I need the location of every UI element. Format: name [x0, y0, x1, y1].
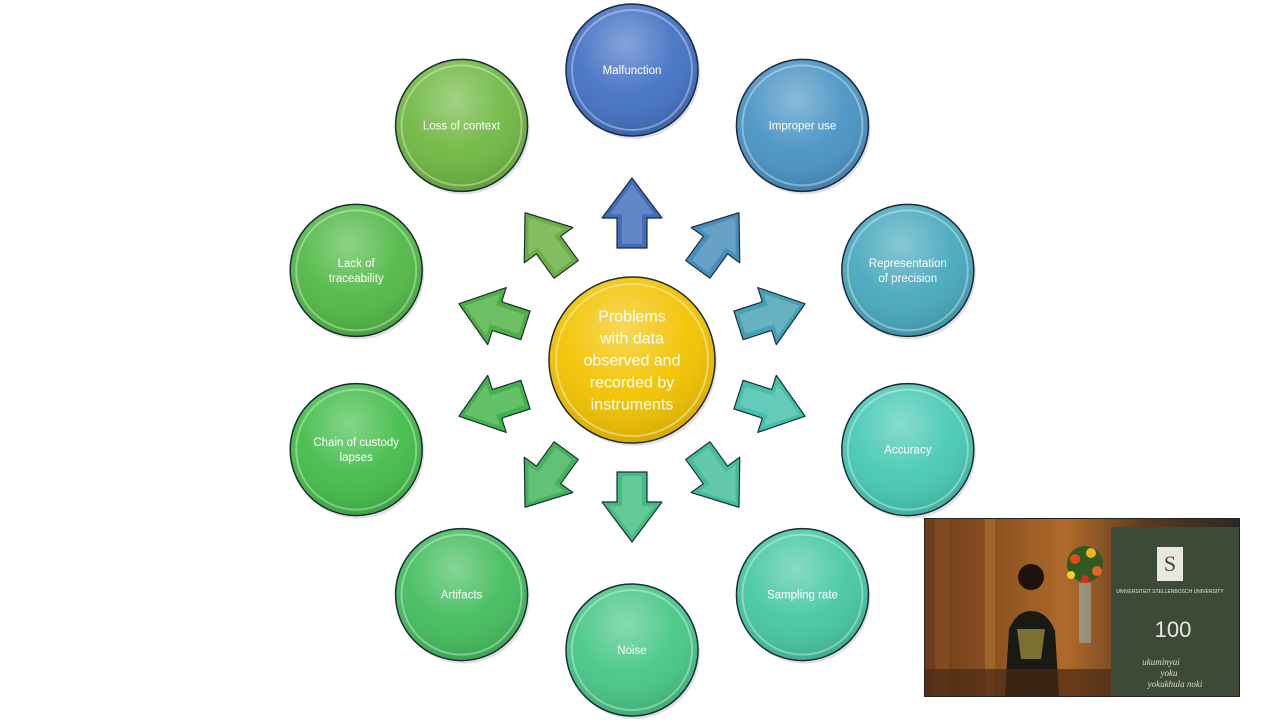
node-artifacts-label-line-1: Artifacts	[441, 590, 483, 602]
svg-text:S: S	[1164, 551, 1176, 576]
node-accuracy: Accuracy	[841, 382, 976, 519]
node-chain-of-custody-lapses-label-line-1: Chain of custody	[313, 437, 399, 449]
flower-arrangement	[1067, 546, 1103, 643]
arrow-to-improper-use	[685, 212, 741, 279]
node-noise-label-line-1: Noise	[617, 645, 646, 657]
node-lack-of-traceability-label-line-2: traceability	[329, 273, 384, 285]
center-label-line-3: observed and	[584, 353, 681, 370]
center-label-line-5: instruments	[591, 397, 674, 414]
node-loss-of-context: Loss of context	[394, 58, 530, 195]
center-label-line-2: with data	[599, 331, 664, 348]
node-sampling-rate: Sampling rate	[735, 527, 871, 664]
arrow-to-accuracy	[733, 374, 806, 434]
arrow-to-loss-of-context	[523, 212, 579, 279]
arrows-layer	[458, 177, 806, 543]
arrow-to-noise	[601, 471, 663, 543]
node-noise: Noise	[565, 583, 700, 719]
node-representation-of-precision: Representation of precision	[841, 203, 976, 340]
banner-text: UNIVERSITEIT STELLENBOSCH UNIVERSITY	[1116, 589, 1224, 595]
center-label-line-4: recorded by	[590, 375, 675, 392]
node-improper-use: Improper use	[735, 58, 871, 195]
node-lack-of-traceability-label-line-1: Lack of	[338, 258, 376, 270]
center-label-line-1: Problems	[598, 309, 666, 326]
motto-line-3: yokukhula noki	[1147, 679, 1203, 689]
arrow-to-malfunction	[601, 177, 663, 249]
center-node: Problems with data observed and recorded by…	[548, 276, 717, 446]
motto-line-2: yoku	[1160, 668, 1178, 678]
arrow-to-sampling-rate	[685, 441, 741, 508]
node-malfunction-label-line-1: Malfunction	[603, 65, 662, 77]
centenary-number: 100	[1155, 617, 1192, 642]
arrow-to-representation-of-precision	[733, 286, 806, 346]
node-representation-of-precision-label-line-1: Representation	[869, 258, 947, 270]
node-improper-use-label-line-1: Improper use	[769, 120, 837, 132]
node-loss-of-context-label-line-1: Loss of context	[423, 120, 501, 132]
node-representation-of-precision-label-line-2: of precision	[878, 273, 937, 285]
arrow-to-lack-of-traceability	[458, 286, 531, 346]
arrow-to-chain-of-custody-lapses	[458, 374, 531, 434]
speaker-video-inset: S UNIVERSITEIT STELLENBOSCH UNIVERSITY 1…	[924, 518, 1240, 697]
university-logo-icon: S	[1157, 547, 1183, 581]
motto-line-1: ukuminyai	[1142, 657, 1180, 667]
node-lack-of-traceability: Lack of traceability	[289, 203, 425, 340]
node-chain-of-custody-lapses: Chain of custody lapses	[289, 382, 425, 519]
node-chain-of-custody-lapses-label-line-2: lapses	[340, 452, 373, 464]
node-sampling-rate-label-line-1: Sampling rate	[767, 590, 838, 602]
node-malfunction: Malfunction	[565, 3, 700, 139]
node-accuracy-label-line-1: Accuracy	[884, 445, 932, 457]
arrow-to-artifacts	[523, 441, 579, 508]
node-artifacts: Artifacts	[394, 527, 530, 664]
